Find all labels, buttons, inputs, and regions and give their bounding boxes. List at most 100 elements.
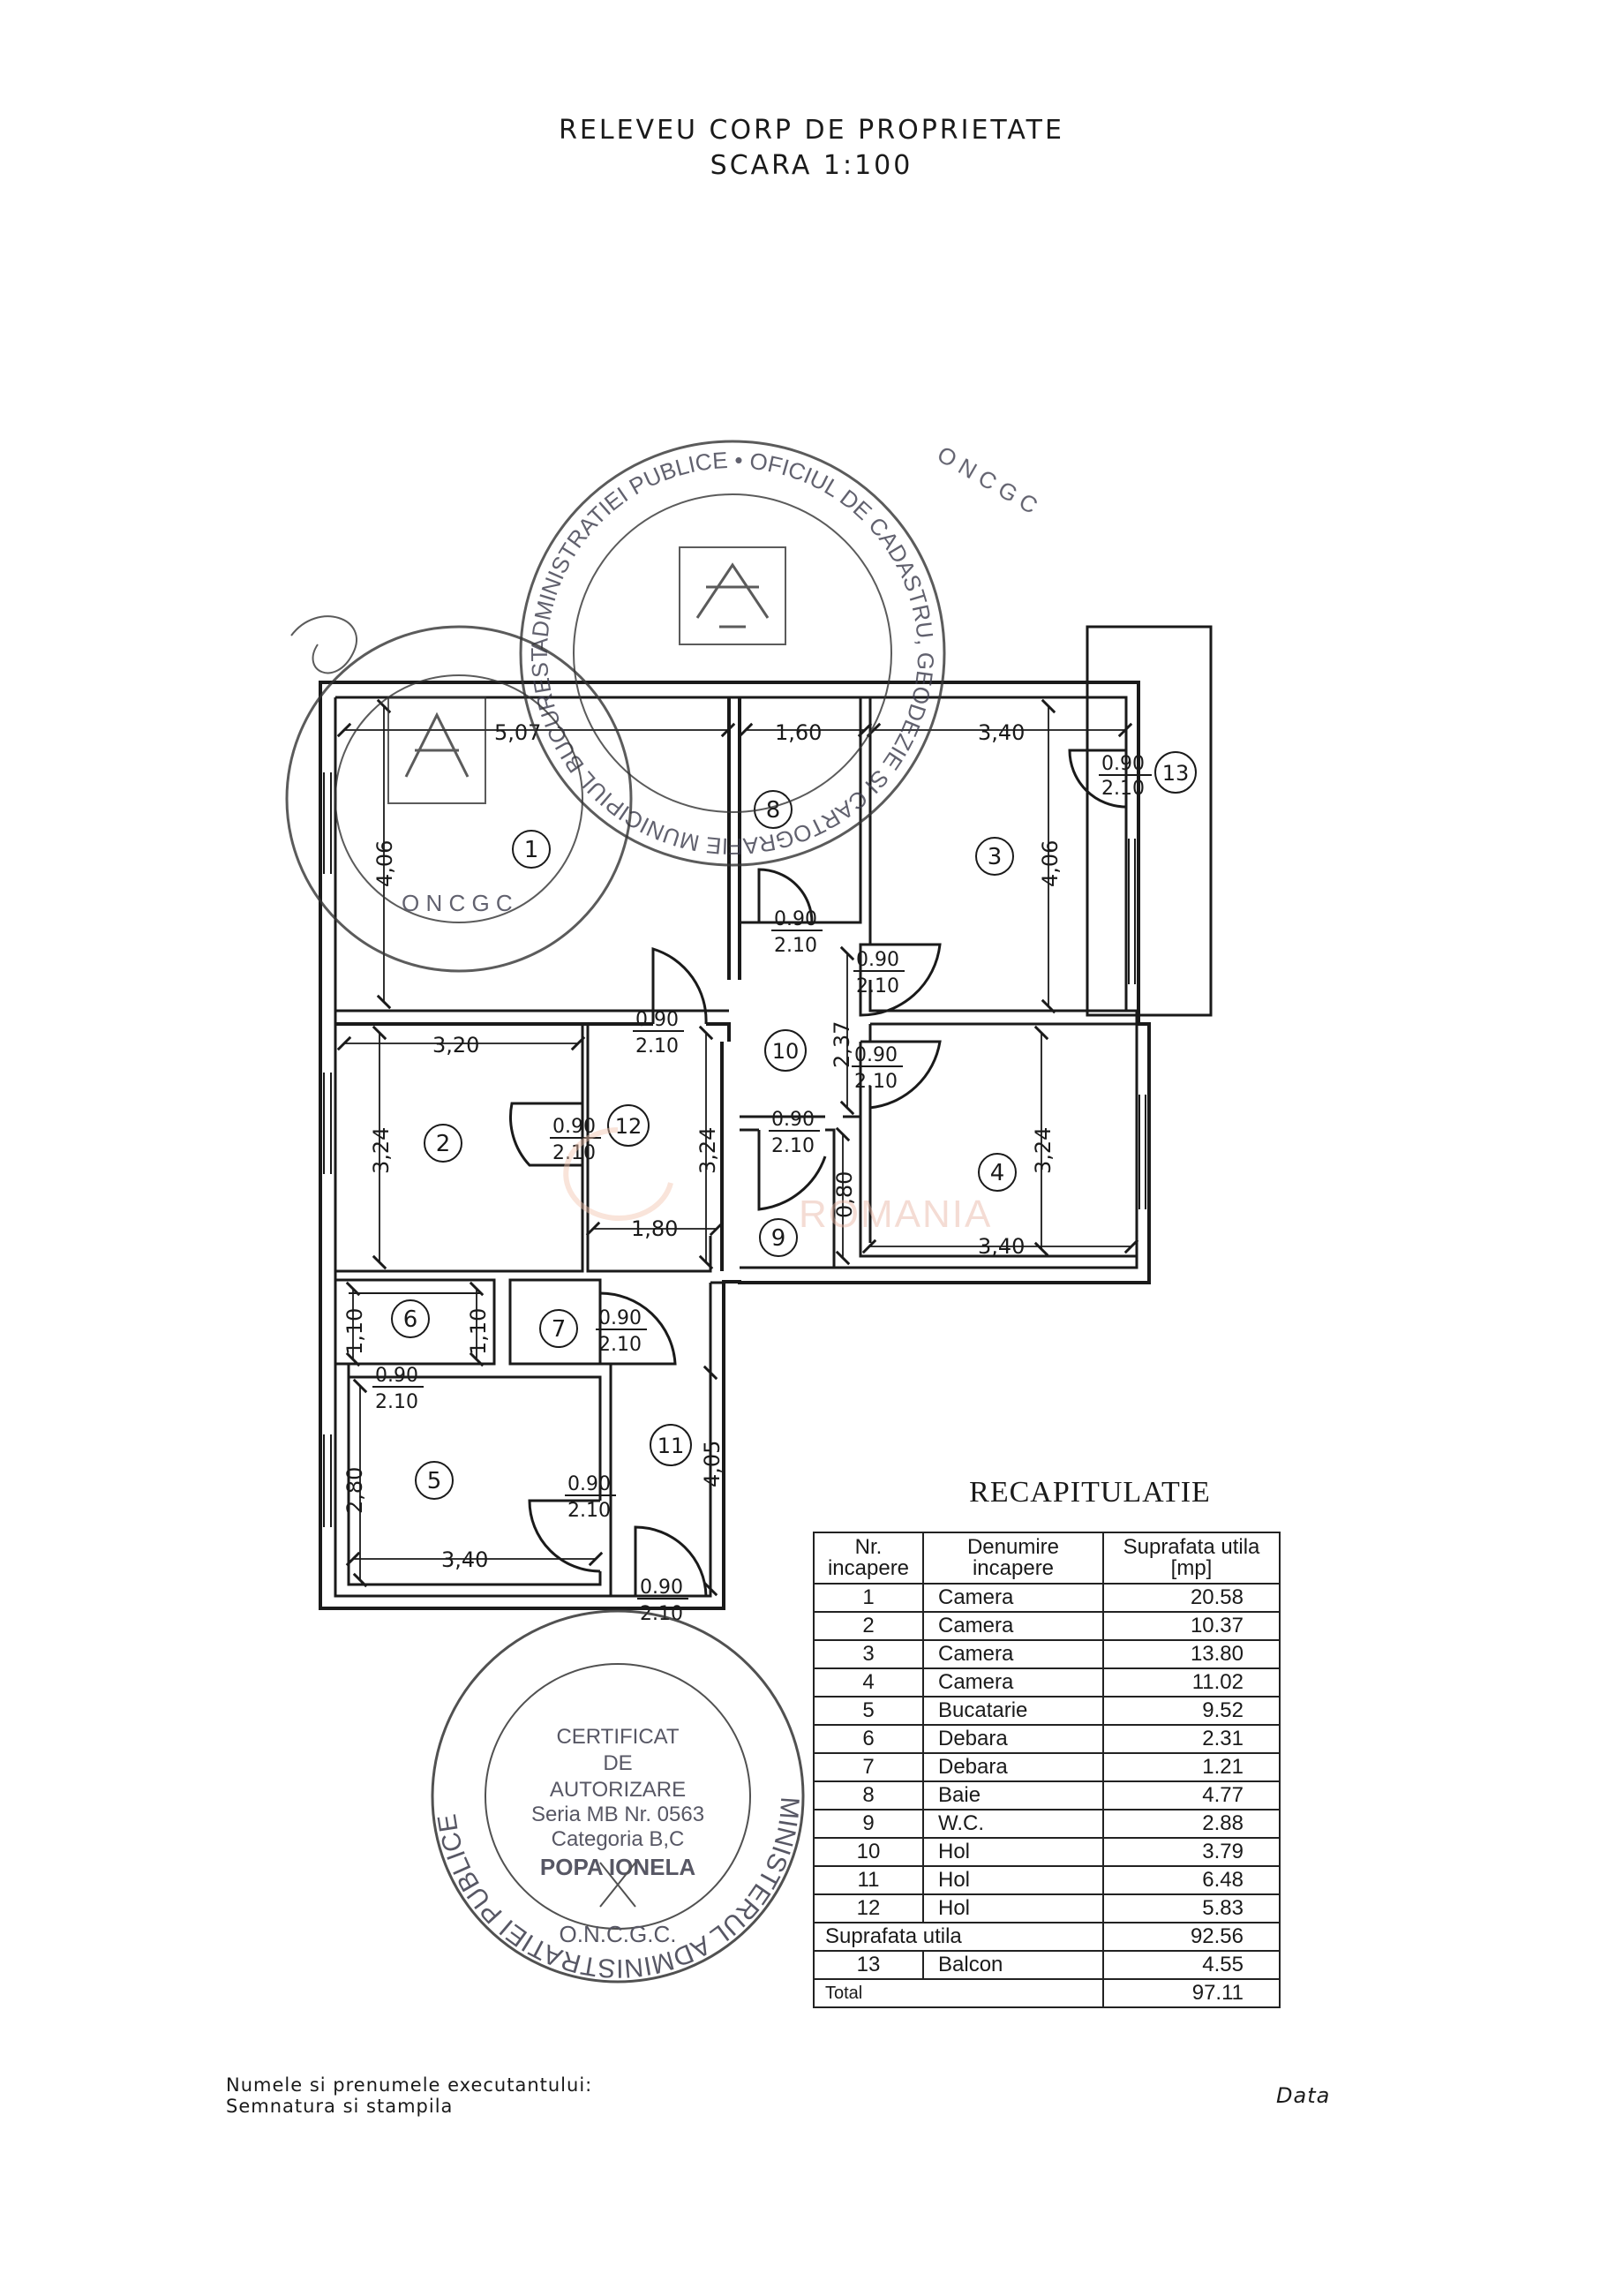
svg-text:5: 5 — [427, 1468, 442, 1494]
svg-text:11: 11 — [657, 1434, 685, 1458]
svg-text:2.10: 2.10 — [1101, 778, 1145, 800]
door-label-7: 0.902.10 — [596, 1307, 647, 1356]
watermark: ROMANIA — [563, 1127, 990, 1236]
dim-r10-height: 2,37 — [830, 1021, 854, 1068]
recap-balcony-nr: 13 — [813, 1950, 924, 1980]
svg-text:7: 7 — [552, 1316, 567, 1343]
recap-cell-nr: 3 — [813, 1639, 924, 1669]
door-label-4: 0.902.10 — [852, 1044, 903, 1093]
recap-cell-nr: 2 — [813, 1611, 924, 1641]
svg-text:2: 2 — [436, 1131, 451, 1157]
recap-header-row: Nr. incapere Denumire incapere Suprafata… — [813, 1532, 1281, 1585]
recap-cell-area: 13.80 — [1102, 1639, 1281, 1669]
door-swings — [347, 749, 1127, 1597]
recap-balcony-row: 13 Balcon 4.55 — [813, 1950, 1281, 1980]
dim-r2-width: 3,20 — [432, 1033, 479, 1058]
dim-r1-width: 5,07 — [494, 720, 541, 745]
recap-cell-area: 20.58 — [1102, 1583, 1281, 1613]
svg-text:13: 13 — [1162, 761, 1190, 786]
dimension-lines — [336, 698, 1139, 1597]
recap-table: Nr. incapere Denumire incapere Suprafata… — [813, 1532, 1281, 2008]
room-numbers: 1 2 3 4 5 6 7 8 9 10 11 12 13 — [391, 751, 1197, 1500]
room-number-8: 8 — [754, 790, 793, 829]
room-number-5: 5 — [415, 1461, 454, 1500]
recap-cell-nr: 10 — [813, 1837, 924, 1867]
stamp-left-oncgc: O N C G C — [402, 890, 513, 916]
windows — [323, 772, 1146, 1527]
recap-cell-nr: 6 — [813, 1724, 924, 1754]
svg-text:2.10: 2.10 — [856, 975, 899, 997]
recap-total-row: Total 97.11 — [813, 1978, 1281, 2008]
recap-cell-area: 3.79 — [1102, 1837, 1281, 1867]
recap-cell-area: 9.52 — [1102, 1696, 1281, 1726]
recap-cell-nr: 11 — [813, 1865, 924, 1895]
svg-text:4: 4 — [990, 1160, 1005, 1186]
svg-text:12: 12 — [615, 1114, 642, 1139]
recap-header-name: Denumire incapere — [922, 1532, 1104, 1585]
recap-cell-name: Debara — [922, 1724, 1104, 1754]
svg-text:0.90: 0.90 — [1101, 753, 1145, 775]
stamp-top-oncgc: O N C G C — [933, 440, 1042, 519]
dim-r2-height: 3,24 — [369, 1127, 394, 1174]
dim-r5-height: 2,80 — [342, 1467, 367, 1514]
recap-balcony-name: Balcon — [922, 1950, 1104, 1980]
recap-cell-name: Camera — [922, 1639, 1104, 1669]
svg-text:2.10: 2.10 — [854, 1071, 898, 1093]
dim-r4-height: 3,24 — [1031, 1127, 1056, 1174]
recap-cell-name: Debara — [922, 1752, 1104, 1782]
stamp-ministry-left: O N C G C — [285, 615, 633, 973]
dim-r6-right: 1,10 — [466, 1308, 491, 1355]
dim-r8-width: 1,60 — [775, 720, 822, 745]
footer-executant-label: Numele si prenumele executantului: — [226, 2074, 593, 2096]
recap-cell-nr: 8 — [813, 1780, 924, 1810]
room-number-12: 12 — [607, 1104, 650, 1147]
recap-cell-name: W.C. — [922, 1809, 1104, 1839]
svg-text:2.10: 2.10 — [774, 935, 817, 957]
recap-cell-area: 4.77 — [1102, 1780, 1281, 1810]
footer-date-label: Data — [1276, 2083, 1331, 2108]
room-number-2: 2 — [424, 1124, 462, 1163]
outer-wall — [319, 681, 1151, 1610]
recap-cell-area: 2.31 — [1102, 1724, 1281, 1754]
recap-useful-label: Suprafata utila — [813, 1922, 1104, 1952]
dim-r12-width: 1,80 — [631, 1216, 678, 1241]
svg-text:0.90: 0.90 — [771, 1109, 815, 1131]
stamp-certificate: MINISTERUL ADMINISTRATIEI PUBLICE CERTIF… — [431, 1609, 805, 1984]
recap-cell-area: 11.02 — [1102, 1667, 1281, 1698]
svg-text:0.90: 0.90 — [567, 1473, 611, 1495]
svg-text:6: 6 — [403, 1306, 418, 1333]
stamp-cert-line5: Categoria B,C — [552, 1827, 685, 1851]
door-label-1: 0.902.10 — [633, 1009, 684, 1058]
recap-cell-area: 10.37 — [1102, 1611, 1281, 1641]
recap-cell-area: 5.83 — [1102, 1893, 1281, 1923]
recap-cell-nr: 1 — [813, 1583, 924, 1613]
stamp-cert-line3: AUTORIZARE — [550, 1778, 686, 1802]
dim-r1-height: 4,06 — [372, 840, 397, 887]
door-label-8: 0.90 2.10 — [771, 908, 823, 957]
svg-text:0.90: 0.90 — [774, 908, 817, 930]
recap-cell-area: 1.21 — [1102, 1752, 1281, 1782]
footer-signature-label: Semnatura si stampila — [226, 2096, 454, 2117]
svg-text:1: 1 — [524, 837, 539, 863]
recap-cell-name: Hol — [922, 1837, 1104, 1867]
recap-balcony-area: 4.55 — [1102, 1950, 1281, 1980]
recap-total-value: 97.11 — [1102, 1978, 1281, 2008]
stamp-cert-oncgc: O.N.C.G.C. — [560, 1921, 677, 1947]
svg-text:2.10: 2.10 — [567, 1500, 611, 1522]
svg-text:0.90: 0.90 — [640, 1577, 683, 1599]
svg-text:2.10: 2.10 — [771, 1135, 815, 1157]
recap-useful-value: 92.56 — [1102, 1922, 1281, 1952]
svg-text:2.10: 2.10 — [375, 1391, 418, 1413]
recap-useful-row: Suprafata utila 92.56 — [813, 1922, 1281, 1952]
door-label-6: 0.902.10 — [372, 1365, 424, 1413]
